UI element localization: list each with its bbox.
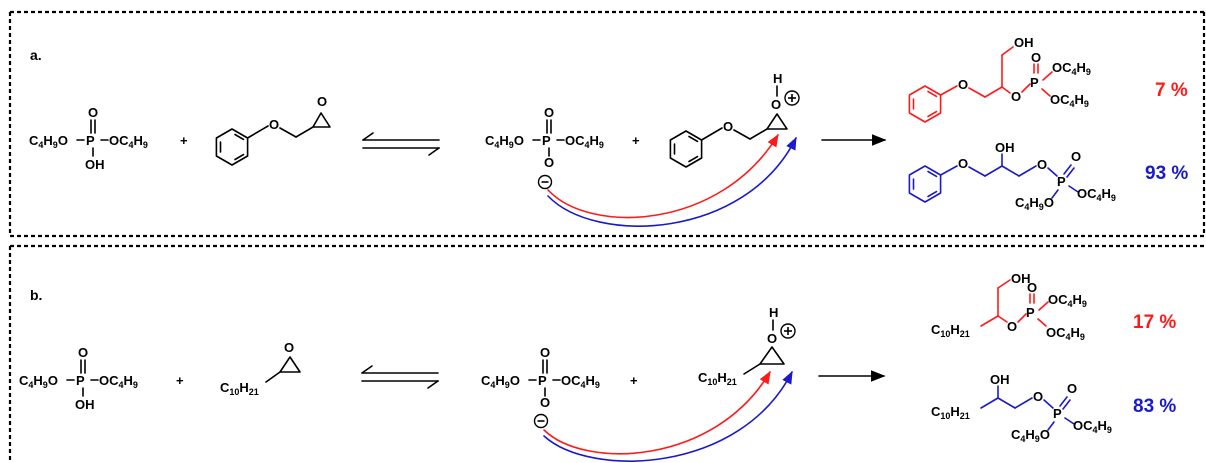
oxo-oxygen: O	[1071, 149, 1081, 164]
positive-charge-icon	[780, 323, 796, 339]
major-attack-arrow	[547, 136, 797, 227]
decyl-group: C10H21	[220, 380, 259, 397]
butoxy-lower: OC4H9	[1046, 325, 1085, 342]
panel-a: a. OH + O O O + O	[28, 35, 1188, 227]
plus-sign: +	[176, 373, 184, 388]
phosphorus-atom: P	[1026, 305, 1035, 320]
ether-oxygen: O	[958, 156, 968, 171]
anion-oxygen: O	[540, 395, 550, 410]
plus-sign: +	[632, 133, 640, 148]
phosphorus-atom: P	[1053, 406, 1062, 421]
panel-a-major-yield: 93 %	[1145, 163, 1188, 184]
hydroxyl-label: OH	[990, 372, 1010, 387]
ether-oxygen: O	[958, 77, 968, 92]
panel-b-alkyl-epoxide: C10H21 O	[220, 340, 301, 397]
anion-oxygen: O	[544, 155, 554, 170]
ether-oxygen: O	[269, 117, 279, 132]
butoxy-upper: OC4H9	[1048, 292, 1087, 309]
hydroxyl-label: OH	[1011, 271, 1031, 286]
panel-b-label: b.	[30, 287, 42, 303]
phosphate-ester-oxygen: O	[1037, 157, 1047, 172]
oxo-oxygen: O	[1027, 280, 1037, 295]
hydroxyl-label: OH	[1014, 35, 1034, 50]
butoxy-right: OC4H9	[1077, 186, 1116, 203]
ether-oxygen: O	[723, 119, 733, 134]
phosphate-ester-oxygen: O	[1033, 389, 1043, 404]
plus-sign: +	[180, 133, 188, 148]
phosphate-ester-oxygen: O	[1007, 319, 1017, 334]
panel-a-phosphate-anion: O	[484, 104, 605, 170]
panel-b-protonated-epoxide: C10H21 O H	[698, 305, 796, 387]
decyl-group: C10H21	[931, 322, 970, 339]
panel-b-major-product: C10H21 OH O P O OC4H9 C4H9O	[931, 372, 1112, 444]
oxonium-oxygen: O	[771, 97, 781, 112]
panel-a-protonated-epoxide: O O H	[669, 71, 800, 168]
equilibrium-arrow-b	[361, 365, 439, 389]
panel-a-phenyl-glycidyl-ether: O O	[215, 94, 331, 166]
epoxide-oxygen: O	[317, 94, 327, 109]
oxonium-oxygen: O	[767, 331, 777, 346]
butoxy-right: OC4H9	[1073, 418, 1112, 435]
panel-a-dibutyl-phosphate: OH	[28, 104, 149, 172]
hydroxyl-label: OH	[85, 157, 105, 172]
panel-b-phosphate-anion: O	[480, 344, 601, 410]
panel-b: b. OH + C10H21 O O + C10H21 O H	[18, 271, 1176, 462]
panel-b-minor-product: C10H21 OH O P O OC4H9 OC4H9	[931, 271, 1087, 342]
butoxy-lower: OC4H9	[1050, 92, 1089, 109]
decyl-group: C10H21	[931, 404, 970, 421]
minor-attack-arrow	[543, 370, 771, 455]
major-attack-arrow	[543, 370, 793, 462]
oxonium-hydrogen: H	[769, 305, 778, 320]
butoxy-upper: OC4H9	[1052, 60, 1091, 77]
minor-attack-arrow	[547, 133, 779, 219]
negative-charge-icon	[537, 174, 553, 190]
oxo-oxygen: O	[1067, 381, 1077, 396]
decyl-group: C10H21	[698, 370, 737, 387]
plus-sign: +	[630, 373, 638, 388]
negative-charge-icon	[533, 413, 549, 429]
phosphorus-atom: P	[1057, 174, 1066, 189]
panel-b-dibutyl-phosphate: OH	[18, 344, 139, 412]
panel-b-minor-yield: 17 %	[1133, 312, 1176, 333]
panel-a-minor-product: O OH O P O OC4H9 OC4H9	[908, 35, 1091, 123]
phosphorus-atom: P	[1030, 75, 1039, 90]
equilibrium-arrow-a	[362, 132, 440, 156]
panel-a-label: a.	[30, 47, 42, 63]
butoxy-left: C4H9O	[1015, 195, 1054, 212]
oxo-oxygen: O	[1031, 50, 1041, 65]
panel-b-major-yield: 83 %	[1133, 396, 1176, 417]
hydroxyl-label: OH	[995, 140, 1015, 155]
epoxide-oxygen: O	[284, 340, 294, 355]
panel-a-major-product: O OH O P O OC4H9 C4H9O	[908, 140, 1116, 212]
panel-a-minor-yield: 7 %	[1155, 80, 1188, 101]
positive-charge-icon	[784, 90, 800, 106]
oxonium-hydrogen: H	[773, 71, 782, 86]
butoxy-left: C4H9O	[1011, 427, 1050, 444]
phosphate-ester-oxygen: O	[1011, 89, 1021, 104]
hydroxyl-label: OH	[75, 397, 95, 412]
